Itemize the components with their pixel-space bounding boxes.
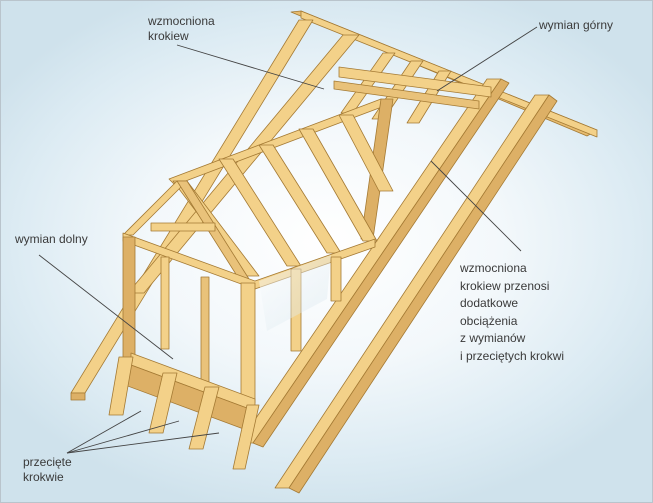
- rafter-far-right-side: [288, 94, 558, 494]
- leader-wym-gorny: [436, 26, 538, 92]
- label-reinforced-rafter-right: wzmocniona krokiew przenosi dodatkowe ob…: [460, 260, 564, 365]
- dormer-rafter-4: [298, 128, 378, 242]
- label-line: wymian górny: [539, 18, 614, 32]
- rafter-1-side: [70, 392, 86, 401]
- leader-przeciete-2: [66, 420, 180, 454]
- label-line: krokwie: [23, 470, 64, 484]
- upper-trimmer-lower: [333, 80, 480, 110]
- label-line: obciążenia: [460, 313, 518, 328]
- label-line: i przeciętych krokwi: [460, 348, 565, 363]
- leader-wzm-top: [176, 44, 325, 90]
- corner-post-left: [122, 236, 136, 362]
- label-line: wzmocniona: [460, 261, 527, 275]
- leader-przeciete-3: [66, 432, 220, 454]
- gable-collar: [150, 222, 216, 232]
- stud-front-3: [330, 256, 342, 302]
- dormer-rafter-5: [338, 114, 394, 192]
- cut-rafter-3: [188, 386, 220, 450]
- label-line: krokiew przenosi: [460, 278, 550, 293]
- label-line: z wymianów: [460, 331, 526, 345]
- label-line: przecięte: [23, 455, 72, 469]
- opening-glazing: [259, 255, 331, 331]
- label-line: wymian dolny: [15, 232, 88, 246]
- label-upper-trimmer: wymian górny: [539, 18, 613, 33]
- cut-rafter-2: [148, 372, 178, 434]
- label-cut-rafters: przecięte krokwie: [23, 455, 72, 485]
- cut-rafter-1: [108, 356, 134, 416]
- leader-przeciete-1: [66, 410, 142, 454]
- stud-left-2: [160, 256, 170, 350]
- label-lower-trimmer: wymian dolny: [15, 232, 88, 247]
- label-line: krokiew: [148, 29, 189, 43]
- label-line: wzmocniona: [148, 14, 215, 28]
- stud-left-3: [200, 276, 210, 394]
- label-reinforced-rafter-top: wzmocniona krokiew: [148, 14, 215, 44]
- leader-wym-dolny: [38, 254, 174, 360]
- label-line: dodatkowe: [460, 296, 519, 310]
- leader-wzm-right: [430, 160, 522, 252]
- cut-rafter-4: [232, 404, 260, 470]
- reinforced-rafter-right-side: [252, 78, 510, 448]
- upper-trimmer: [338, 66, 492, 98]
- corner-post-front: [240, 282, 256, 404]
